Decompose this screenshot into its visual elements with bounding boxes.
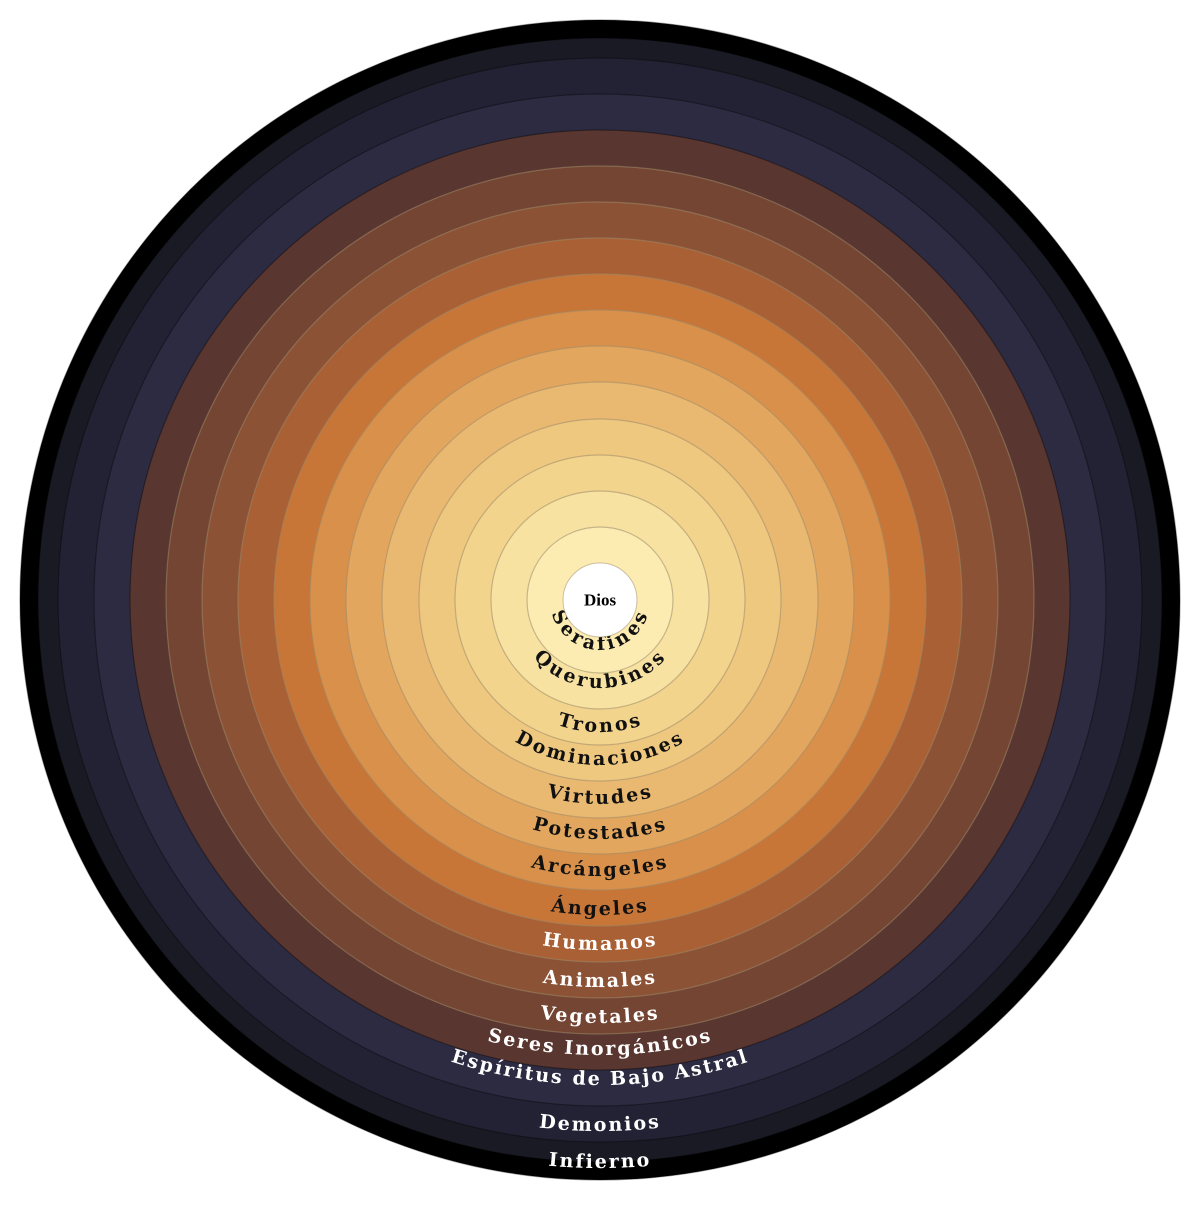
label-animales: Animales xyxy=(541,966,658,992)
center-label-dios: Dios xyxy=(584,591,617,610)
label-vegetales: Vegetales xyxy=(538,1002,660,1028)
label-demonios: Demonios xyxy=(538,1111,662,1136)
label-infierno: Infierno xyxy=(548,1149,652,1173)
ring-group xyxy=(19,19,1181,1181)
center-disc xyxy=(562,562,638,638)
